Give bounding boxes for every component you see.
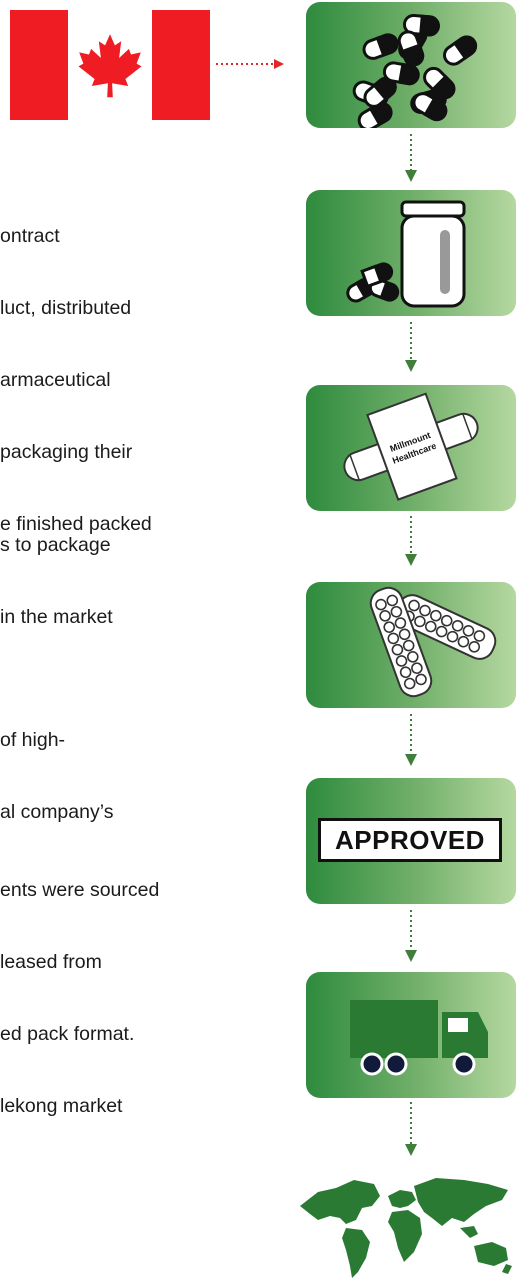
flow-connector-3 xyxy=(405,516,417,566)
paragraph-2: s to package in the market xyxy=(0,534,113,628)
blister-pack-icon xyxy=(369,586,497,698)
flow-connector-5 xyxy=(405,910,417,962)
approved-stamp-icon: APPROVED xyxy=(318,818,502,862)
step-approved: APPROVED xyxy=(306,778,516,904)
flag-right-band xyxy=(152,10,210,120)
step-blister xyxy=(306,582,516,708)
flow-connector-2 xyxy=(405,322,417,372)
paragraph-3: of high- al company’s xyxy=(0,729,114,823)
flag-center xyxy=(68,10,152,120)
flow-arrow-red xyxy=(216,59,284,69)
maple-leaf-icon xyxy=(78,34,142,98)
paragraph-4: ents were sourced leased from ed pack fo… xyxy=(0,879,160,1117)
step-capsules xyxy=(306,2,516,128)
step-pill-jar xyxy=(306,190,516,316)
paragraph-1: ontract luct, distributed armaceutical p… xyxy=(0,225,152,535)
flow-connector-4 xyxy=(405,714,417,766)
step-truck xyxy=(306,972,516,1098)
approved-label: APPROVED xyxy=(335,824,485,855)
truck-icon xyxy=(350,1000,488,1076)
flow-connector-1 xyxy=(405,134,417,182)
step-carton: Millmount Healthcare xyxy=(306,385,516,511)
flag-left-band xyxy=(10,10,68,120)
flow-connector-6 xyxy=(405,1102,417,1156)
world-map-icon xyxy=(300,1178,512,1278)
capsules-icon xyxy=(352,14,478,128)
canada-flag xyxy=(10,10,210,120)
carton-icon: Millmount Healthcare xyxy=(343,392,479,501)
pill-jar-icon xyxy=(346,200,466,308)
